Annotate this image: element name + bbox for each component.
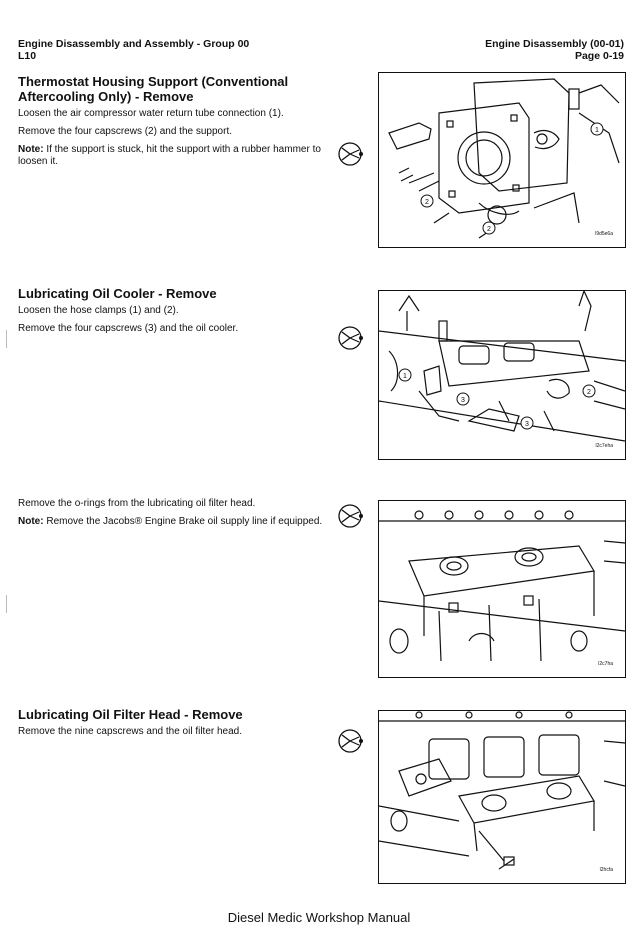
wrench-symbol-icon — [338, 142, 363, 166]
note-label: Note: — [18, 144, 44, 155]
note-label: Note: — [18, 516, 44, 527]
figure-code: l2c7ha — [598, 661, 613, 667]
callout-label: 1 — [403, 373, 407, 380]
section-thermostat-housing: Thermostat Housing Support (Conventional… — [18, 74, 330, 174]
page-footer: Diesel Medic Workshop Manual — [227, 910, 411, 925]
figure-code: l2hcfa — [599, 867, 613, 873]
callout-label: 2 — [487, 226, 491, 233]
figure-oil-filter-orings: l2c7ha — [378, 500, 626, 678]
instruction-text: Remove the four capscrews (2) and the su… — [18, 126, 232, 137]
wrench-symbol-icon — [338, 729, 363, 753]
section-title: Engine Disassembly (00-01) — [485, 38, 624, 50]
oil-cooler-illustration: 1 2 3 3 — [379, 291, 625, 442]
oil-filter-head-illustration — [379, 711, 625, 870]
note-text: Note: If the support is stuck, hit the s… — [18, 144, 330, 168]
note-body: If the support is stuck, hit the support… — [18, 144, 321, 167]
figure-code: l2c7eha — [595, 443, 613, 449]
page-header-right: Engine Disassembly (00-01) Page 0-19 — [485, 38, 624, 62]
figure-oil-cooler: 1 2 3 3 l2c7eha — [378, 290, 626, 460]
section-oil-filter-orings: Remove the o-rings from the lubricating … — [18, 498, 330, 534]
page-number: Page 0-19 — [574, 50, 624, 62]
instruction-text: Remove the four capscrews (3) and the oi… — [18, 323, 239, 334]
section-heading: Lubricating Oil Cooler - Remove — [18, 286, 217, 301]
instruction-text: Remove the nine capscrews and the oil fi… — [18, 726, 243, 737]
page-edge-mark — [0, 330, 7, 348]
engine-model: L10 — [18, 50, 37, 62]
callout-label: 2 — [425, 199, 429, 206]
callout-label: 1 — [595, 127, 599, 134]
page-header-left: Engine Disassembly and Assembly - Group … — [18, 38, 249, 62]
wrench-symbol-icon — [338, 326, 363, 350]
section-oil-cooler: Lubricating Oil Cooler - Remove Loosen t… — [18, 286, 330, 341]
callout-label: 3 — [461, 397, 465, 404]
section-heading: Lubricating Oil Filter Head - Remove — [18, 707, 243, 722]
note-body: Remove the Jacobs® Engine Brake oil supp… — [43, 516, 323, 527]
callout-label: 3 — [525, 421, 529, 428]
section-oil-filter-head: Lubricating Oil Filter Head - Remove Rem… — [18, 707, 330, 744]
figure-oil-filter-head: l2hcfa — [378, 710, 626, 884]
instruction-text: Remove the o-rings from the lubricating … — [18, 498, 256, 509]
instruction-text: Loosen the air compressor water return t… — [18, 108, 284, 119]
group-title: Engine Disassembly and Assembly - Group … — [18, 38, 250, 50]
figure-thermostat-housing: 1 2 2 l9d5e6a — [378, 72, 626, 248]
callout-label: 2 — [587, 389, 591, 396]
wrench-symbol-icon — [338, 504, 363, 528]
figure-code: l9d5e6a — [595, 231, 613, 237]
instruction-text: Loosen the hose clamps (1) and (2). — [18, 305, 179, 316]
note-text: Note: Remove the Jacobs® Engine Brake oi… — [18, 516, 330, 528]
section-heading: Thermostat Housing Support (Conventional… — [18, 74, 289, 104]
oil-filter-orings-illustration — [379, 510, 625, 662]
thermostat-housing-illustration: 1 2 2 — [388, 78, 620, 239]
page-edge-mark — [0, 595, 7, 613]
